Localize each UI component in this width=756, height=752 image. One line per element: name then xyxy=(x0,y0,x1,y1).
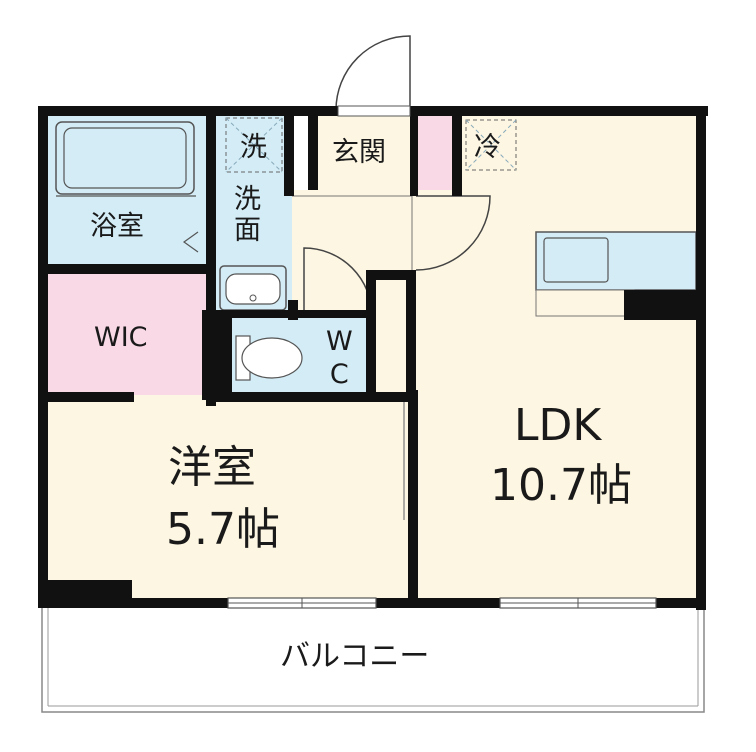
wash-machine-label: 洗 xyxy=(240,132,267,163)
western-room-size: 5.7帖 xyxy=(166,504,280,555)
washroom-label-char-1: 洗 xyxy=(234,184,261,215)
washbasin-drain xyxy=(249,294,257,302)
toilet-label: W C xyxy=(326,328,353,388)
ldk-size: 10.7帖 xyxy=(490,460,632,511)
balcony-area xyxy=(41,603,705,713)
bathtub-inner xyxy=(63,127,187,189)
walls xyxy=(38,106,708,610)
washbasin-bowl xyxy=(225,273,281,305)
windows xyxy=(227,105,657,609)
wic-label: WIC xyxy=(94,322,148,353)
toilet-bowl xyxy=(241,337,303,379)
wic-floor xyxy=(42,270,208,398)
entrance-door-swing xyxy=(335,35,411,111)
kitchen-sink xyxy=(543,237,609,283)
fridge-label: 冷 xyxy=(474,132,501,163)
ldk-name: LDK xyxy=(514,400,602,451)
kitchen-cabinet xyxy=(535,289,635,317)
ldk-door-swing xyxy=(415,195,491,271)
bath-drain-mark xyxy=(182,231,199,253)
toilet-label-char-1: W xyxy=(326,326,353,357)
toilet-label-char-2: C xyxy=(329,359,349,390)
fridge-space xyxy=(465,119,517,171)
entrance-label: 玄関 xyxy=(332,137,386,168)
entrance-floor xyxy=(316,110,416,190)
washing-machine-x xyxy=(225,117,283,173)
washroom-label: 洗 面 xyxy=(234,186,261,244)
bath-label: 浴室 xyxy=(90,211,144,242)
fridge-x xyxy=(465,119,517,171)
washing-machine-space xyxy=(225,117,283,173)
entrance-accent xyxy=(416,110,456,190)
balcony-label: バルコニー xyxy=(280,639,430,674)
western-room-name: 洋室 xyxy=(168,442,256,493)
western-room-floor xyxy=(42,398,412,604)
washroom-label-char-2: 面 xyxy=(234,215,261,246)
